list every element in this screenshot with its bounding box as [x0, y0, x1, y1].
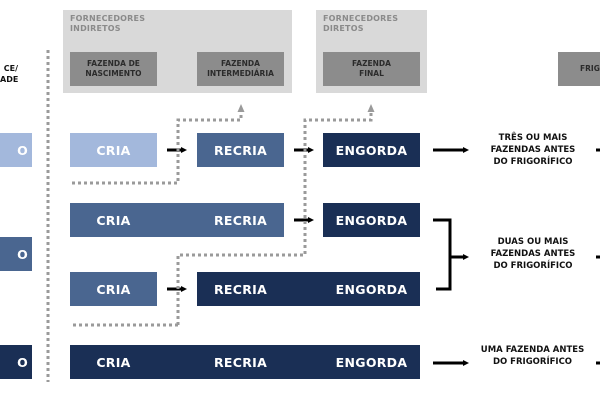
row4-cria-recria-engorda: CRIA RECRIA ENGORDA: [70, 345, 420, 379]
stage-label: CRIA: [96, 142, 131, 158]
stage-label: CRIA: [96, 281, 131, 297]
intermediate-farm-box: FAZENDA INTERMEDIÁRIA: [197, 52, 284, 86]
stage-label: CRIA: [96, 212, 131, 228]
indirect-suppliers-title: FORNECEDORES INDIRETOS: [70, 14, 146, 33]
left-stage-box-3: O: [0, 345, 32, 379]
direct-suppliers-group: FORNECEDORES DIRETOS FAZENDA FINAL: [316, 10, 427, 93]
stage-label: CRIA: [96, 354, 131, 370]
left-stage-box-2: O: [0, 237, 32, 271]
stage-label: RECRIA: [213, 212, 268, 228]
stage-label: ENGORDA: [335, 212, 408, 228]
stage-label: RECRIA: [213, 142, 268, 158]
row1-engorda: ENGORDA: [323, 133, 420, 167]
left-stage-fragment: O: [17, 354, 28, 370]
left-stage-fragment: O: [17, 246, 28, 262]
row3-cria: CRIA: [70, 272, 157, 306]
bracket-rows2-3: [433, 218, 452, 291]
row2-cria-recria: CRIA RECRIA: [70, 203, 284, 237]
slaughterhouse-box: FRIG: [558, 52, 600, 86]
outcome-one: UMA FAZENDA ANTES DO FRIGORÍFICO: [480, 345, 585, 367]
stage-label: ENGORDA: [335, 281, 408, 297]
outcome-three-or-more: TRÊS OU MAIS FAZENDAS ANTES DO FRIGORÍFI…: [490, 133, 576, 167]
stage-label: ENGORDA: [335, 354, 408, 370]
stage-label: RECRIA: [213, 354, 268, 370]
outcome-two-or-more: DUAS OU MAIS FAZENDAS ANTES DO FRIGORÍFI…: [490, 237, 576, 271]
indirect-suppliers-group: FORNECEDORES INDIRETOS FAZENDA DE NASCIM…: [63, 10, 292, 93]
left-column-header: CE/ ADE: [0, 64, 19, 84]
left-stage-box-1: O: [0, 133, 32, 167]
stage-label: RECRIA: [213, 281, 268, 297]
direct-suppliers-title: FORNECEDORES DIRETOS: [323, 14, 399, 33]
row2-engorda: ENGORDA: [323, 203, 420, 237]
stage-label: ENGORDA: [335, 142, 408, 158]
dotted-outline-row1-intermediate: [72, 104, 245, 185]
left-stage-fragment: O: [17, 142, 28, 158]
row1-recria: RECRIA: [197, 133, 284, 167]
row3-recria-engorda: RECRIA ENGORDA: [197, 272, 420, 306]
row1-cria: CRIA: [70, 133, 157, 167]
dotted-outline-final: [72, 108, 371, 327]
final-farm-box: FAZENDA FINAL: [323, 52, 420, 86]
birth-farm-box: FAZENDA DE NASCIMENTO: [70, 52, 157, 86]
